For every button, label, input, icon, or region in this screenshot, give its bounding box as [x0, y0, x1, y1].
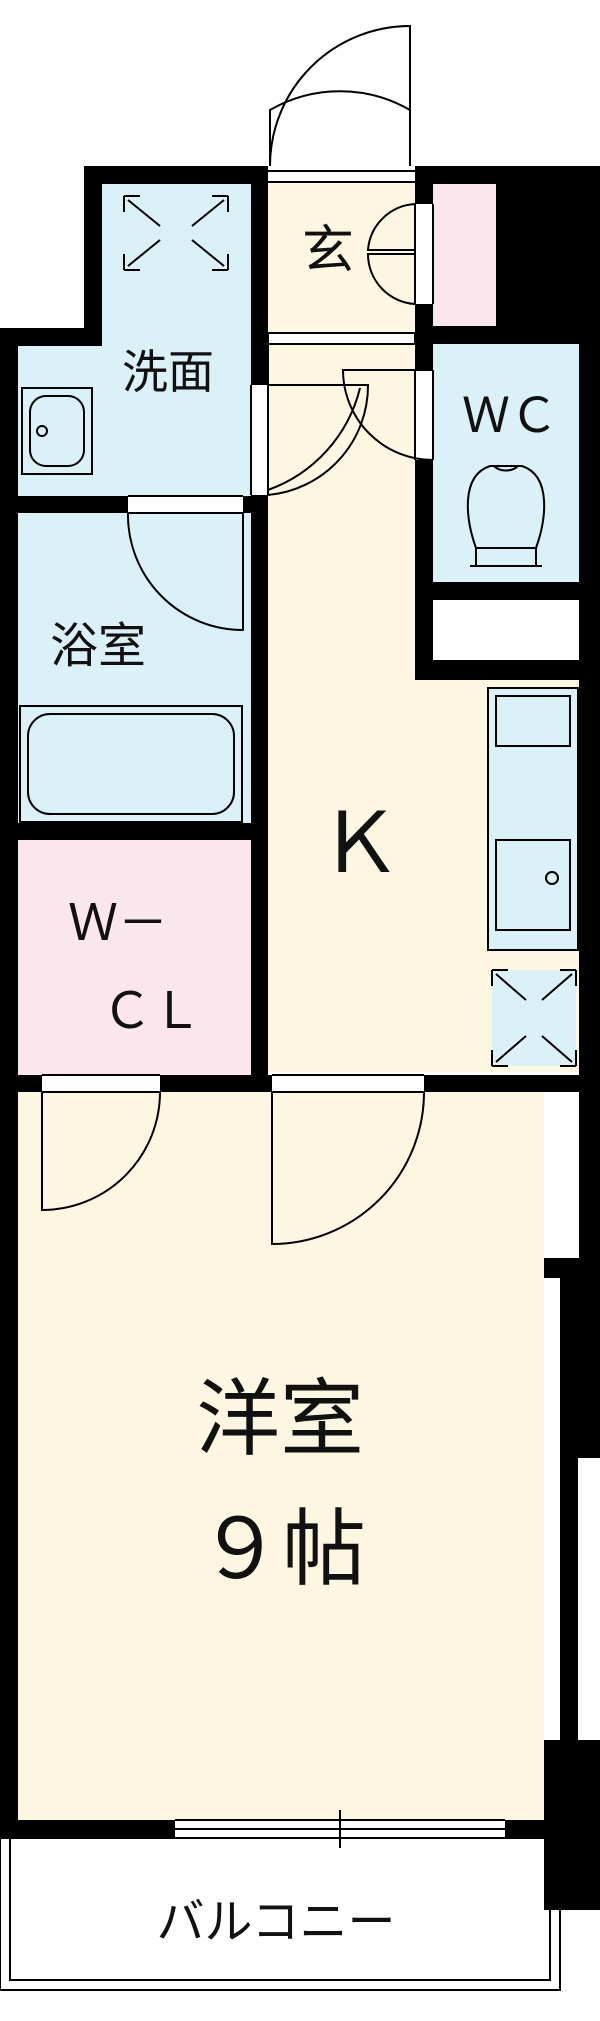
walkin-closet-label-2: ＣＬ — [102, 982, 202, 1040]
toilet-fixture — [466, 465, 546, 567]
washroom-floor-left — [18, 344, 251, 496]
balcony-label: バルコニー — [156, 1894, 395, 1950]
toilet-floor — [433, 344, 579, 582]
entrance-floor — [268, 184, 415, 332]
toilet-label: ＷＣ — [462, 388, 558, 444]
bathtub — [19, 705, 243, 823]
washroom-label: 洗面 — [122, 345, 214, 399]
bath-floor — [18, 513, 251, 823]
entrance-label: 玄 — [302, 221, 354, 281]
washroom-floor — [102, 184, 251, 344]
walkin-closet-floor — [18, 840, 251, 1075]
western-room-size: ９帖 — [198, 1500, 366, 1598]
washer-space — [123, 195, 229, 271]
kitchen-floor — [268, 345, 415, 1072]
kitchen-counter — [487, 687, 579, 951]
western-room-floor — [18, 1092, 544, 1820]
walkin-closet-label-1: Ｗ－ — [68, 894, 168, 952]
wash-basin — [21, 387, 93, 475]
western-room-label: 洋室 — [196, 1370, 364, 1468]
bath-label: 浴室 — [50, 618, 146, 674]
kitchen-label: Ｋ — [318, 794, 402, 892]
kitchen-door-gap — [269, 333, 414, 344]
fridge-space — [491, 969, 577, 1067]
shoe-closet — [433, 184, 496, 326]
door-swings — [41, 24, 434, 1246]
balcony-rail — [0, 1837, 561, 1991]
